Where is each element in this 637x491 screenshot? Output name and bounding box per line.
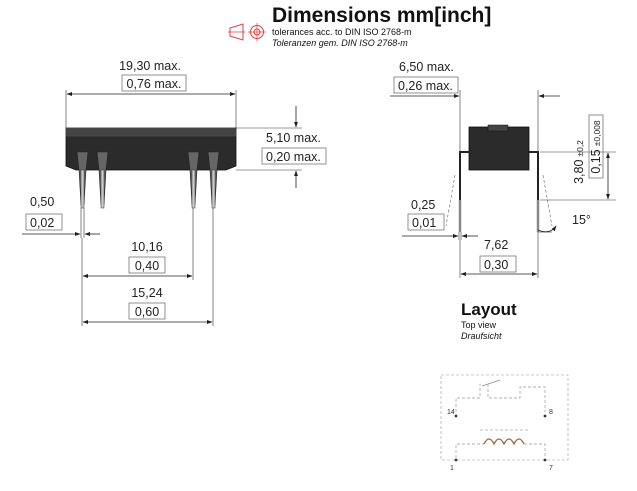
pitch1-mm-label: 10,16 [131, 240, 162, 254]
pitch-end-in-label: 0,30 [484, 258, 508, 272]
layout-subtitle-de: Draufsicht [461, 331, 502, 341]
height-in-label: 0,20 max. [266, 150, 321, 164]
pin-end-mm-label: 0,25 [411, 198, 435, 212]
pin-1-label: 1 [450, 465, 454, 472]
pin-width-in-label: 0,02 [30, 216, 54, 230]
pin-7-label: 7 [549, 465, 553, 472]
relay-pins-side [76, 151, 220, 209]
width-in-label: 0,26 max. [398, 79, 453, 93]
projection-symbol-icon [228, 23, 266, 41]
dim-pitch-end: 7,62 0,30 [459, 232, 539, 278]
pitch2-mm-label: 15,24 [131, 286, 162, 300]
angle-label: 15° [572, 213, 591, 227]
relay-body-end [468, 124, 530, 171]
dim-length: 19,30 max. 0,76 max. [65, 59, 237, 128]
dim-pitch-10: 10,16 0,40 [81, 208, 194, 326]
dim-pin-width-end: 0,25 0,01 [402, 198, 478, 240]
dim-pitch-15: 15,24 0,60 [82, 208, 214, 326]
width-mm-label: 6,50 max. [399, 60, 454, 74]
dim-width-end: 6,50 max. 0,26 max. [390, 60, 560, 152]
pin-end-in-label: 0,01 [412, 216, 436, 230]
dim-pin-width-side: 0,50 0,02 [22, 195, 100, 238]
pin-8-label: 8 [549, 409, 553, 416]
tolerance-note-de: Toleranzen gem. DIN ISO 2768-m [272, 38, 408, 48]
tolerance-note-en: tolerances acc. to DIN ISO 2768-m [272, 27, 412, 37]
layout-diagram: 14 8 1 7 [440, 374, 569, 472]
height-mm-label: 5,10 max. [266, 131, 321, 145]
pitch1-in-label: 0,40 [135, 259, 159, 273]
layout-title: Layout [461, 300, 517, 319]
layout-subtitle-en: Top view [461, 320, 497, 330]
pitch-end-mm-label: 7,62 [484, 238, 508, 252]
pitch2-in-label: 0,60 [135, 305, 159, 319]
dim-height: 5,10 max. 0,20 max. [236, 106, 327, 188]
dim-lead-height: 3,80±0,2 0,15±0,008 [540, 114, 616, 201]
lead-height-mm-label: 3,80±0,2 [572, 140, 586, 184]
length-in-label: 0,76 max. [127, 77, 182, 91]
pin-14-label: 14 [447, 409, 455, 416]
lead-height-in-label: 0,15±0,008 [589, 120, 603, 174]
length-mm-label: 19,30 max. [119, 59, 181, 73]
dim-angle: 15° [537, 213, 591, 233]
drawing-title: Dimensions mm[inch] [272, 4, 491, 27]
pin-width-mm-label: 0,50 [30, 195, 54, 209]
